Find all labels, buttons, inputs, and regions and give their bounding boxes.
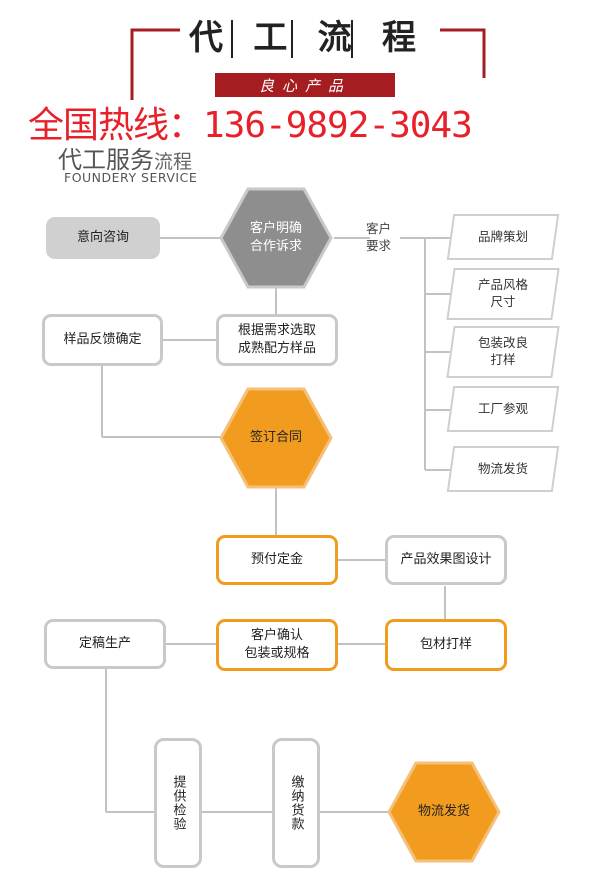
node-confirm-pack: 客户确认 包装或规格 [216, 619, 338, 671]
header-banner: 良心产品 [215, 73, 395, 97]
req-brand-planning-label: 品牌策划 [477, 228, 528, 244]
node-inspection-label: 提供检验 [170, 775, 186, 831]
title-char-4: 程 [381, 17, 416, 58]
hex-shipping [387, 761, 501, 863]
req-brand-planning: 品牌策划 [446, 214, 560, 260]
node-pack-sample: 包材打样 [385, 619, 507, 671]
hotline-text: 全国热线：136-9892-3043 [28, 105, 473, 146]
section-subtitle: FOUNDERY SERVICE [64, 170, 198, 185]
title-char-1: 代 [189, 17, 223, 58]
client-req-label: 客户 要求 [366, 221, 392, 253]
node-payment: 缴纳货款 [272, 738, 320, 868]
hex-client-demand [219, 187, 333, 289]
node-inspection: 提供检验 [154, 738, 202, 868]
header-frame [130, 20, 486, 100]
req-logistics: 物流发货 [446, 446, 560, 492]
node-deposit: 预付定金 [216, 535, 338, 585]
node-payment-label: 缴纳货款 [288, 775, 304, 831]
node-production: 定稿生产 [44, 619, 166, 669]
section-title: 代工服务流程 [58, 140, 192, 175]
title-char-3: 流 [317, 17, 352, 58]
req-logistics-label: 物流发货 [477, 460, 528, 476]
node-shipping: 物流发货 [417, 804, 470, 820]
req-style-size: 产品风格 尺寸 [446, 268, 560, 320]
title-char-2: 工 [253, 17, 288, 58]
node-sample-feedback: 样品反馈确定 [42, 314, 163, 366]
req-style-size-label: 产品风格 尺寸 [477, 277, 528, 309]
hex-sign-contract [219, 387, 333, 489]
node-select-sample: 根据需求选取 成熟配方样品 [216, 314, 338, 366]
req-factory-visit: 工厂参观 [446, 386, 560, 432]
header-title: 代 工 流 程 [180, 14, 425, 58]
node-inquiry: 意向咨询 [46, 217, 160, 259]
node-design: 产品效果图设计 [385, 535, 507, 585]
node-client-demand: 客户明确 合作诉求 [249, 221, 302, 254]
req-factory-visit-label: 工厂参观 [477, 400, 528, 416]
section-title-light: 流程 [154, 151, 193, 173]
req-pack-improve: 包装改良 打样 [446, 326, 560, 378]
node-sign-contract: 签订合同 [249, 430, 302, 446]
req-pack-improve-label: 包装改良 打样 [477, 335, 528, 367]
section-title-bold: 代工服务 [58, 146, 154, 174]
